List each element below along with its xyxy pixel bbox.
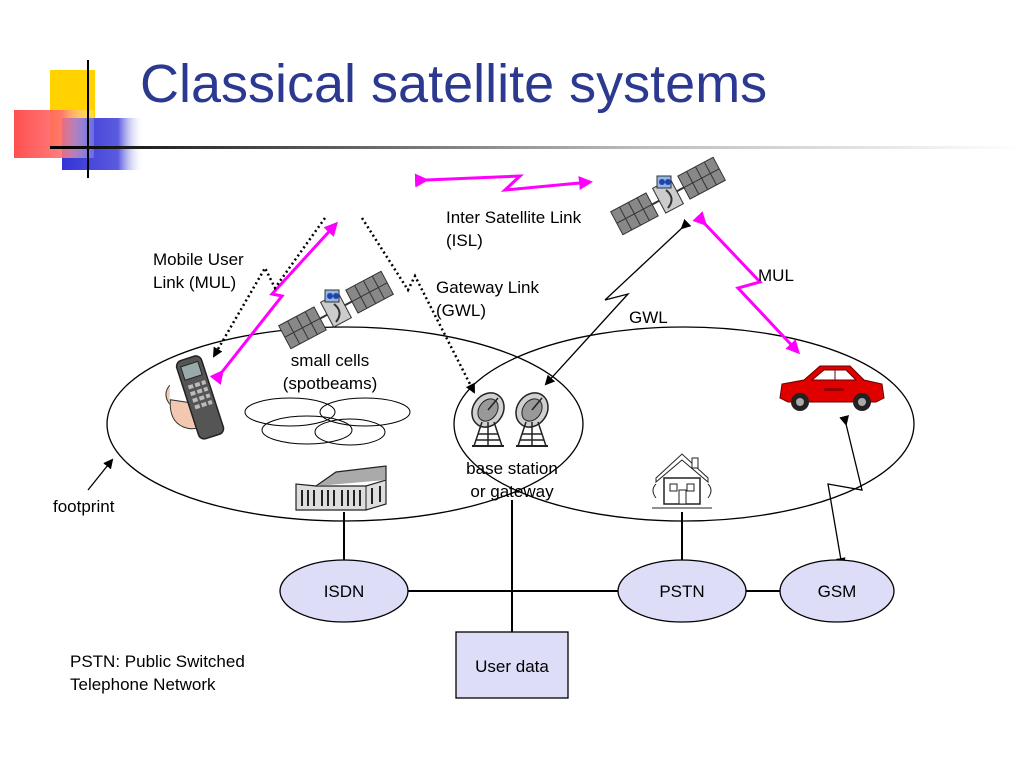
- base-station-line1: base station: [466, 459, 558, 478]
- mul-short-label: MUL: [758, 266, 794, 285]
- house-icon: [652, 453, 712, 509]
- gwl-link-right: [544, 218, 692, 386]
- mul-label: Mobile User Link (MUL): [153, 248, 244, 294]
- user-data-label: User data: [475, 657, 549, 676]
- isl-link: [414, 173, 593, 192]
- pstn-node: PSTN: [617, 559, 747, 623]
- pstn-definition-line1: PSTN: Public Switched: [70, 652, 245, 671]
- spotbeam-cells: [244, 397, 411, 446]
- footprint-arrow: [87, 458, 114, 491]
- satellite-icon: [277, 269, 395, 351]
- gsm-node: GSM: [779, 559, 895, 623]
- footprint-label: footprint: [53, 497, 115, 516]
- user-data-node: User data: [455, 631, 569, 699]
- isl-label-line1: Inter Satellite Link: [446, 208, 582, 227]
- title-underline: [50, 146, 1024, 149]
- mul-link-left: [209, 221, 339, 385]
- small-cells-line1: small cells: [290, 351, 370, 370]
- slide-title: Classical satellite systems: [140, 54, 768, 114]
- small-cells-line2: (spotbeams): [282, 374, 378, 393]
- gwl-label-line2: (GWL): [436, 301, 487, 320]
- base-station-line2: or gateway: [470, 482, 554, 501]
- mul-link-right: [692, 211, 801, 355]
- isdn-label: ISDN: [324, 582, 365, 601]
- pstn-definition: PSTN: Public Switched Telephone Network: [70, 650, 245, 696]
- gsm-link: [827, 415, 863, 568]
- gwl-short-label: GWL: [629, 308, 668, 327]
- isl-label: Inter Satellite Link (ISL): [446, 206, 581, 252]
- network-lines: [343, 500, 780, 632]
- gwl-label-line1: Gateway Link: [436, 278, 539, 297]
- pstn-label: PSTN: [659, 582, 704, 601]
- gsm-label: GSM: [818, 582, 857, 601]
- office-building-icon: [295, 465, 387, 511]
- gwl-dotted-link: [360, 217, 476, 394]
- dish-antenna-icon: [464, 385, 512, 447]
- gwl-label: Gateway Link (GWL): [436, 276, 539, 322]
- satellite-icon: [609, 155, 727, 237]
- mobile-phone-icon: [165, 355, 225, 440]
- deco-red-square: [14, 110, 94, 158]
- isl-label-line2: (ISL): [446, 231, 483, 250]
- car-icon: [779, 365, 885, 411]
- dish-antenna-icon: [508, 385, 556, 447]
- pstn-definition-line2: Telephone Network: [70, 675, 216, 694]
- small-cells-label: small cells (spotbeams): [262, 349, 398, 395]
- mul-label-line2: Link (MUL): [153, 273, 237, 292]
- isdn-node: ISDN: [279, 559, 409, 623]
- base-station-label: base station or gateway: [444, 457, 580, 503]
- mul-label-line1: Mobile User: [153, 250, 244, 269]
